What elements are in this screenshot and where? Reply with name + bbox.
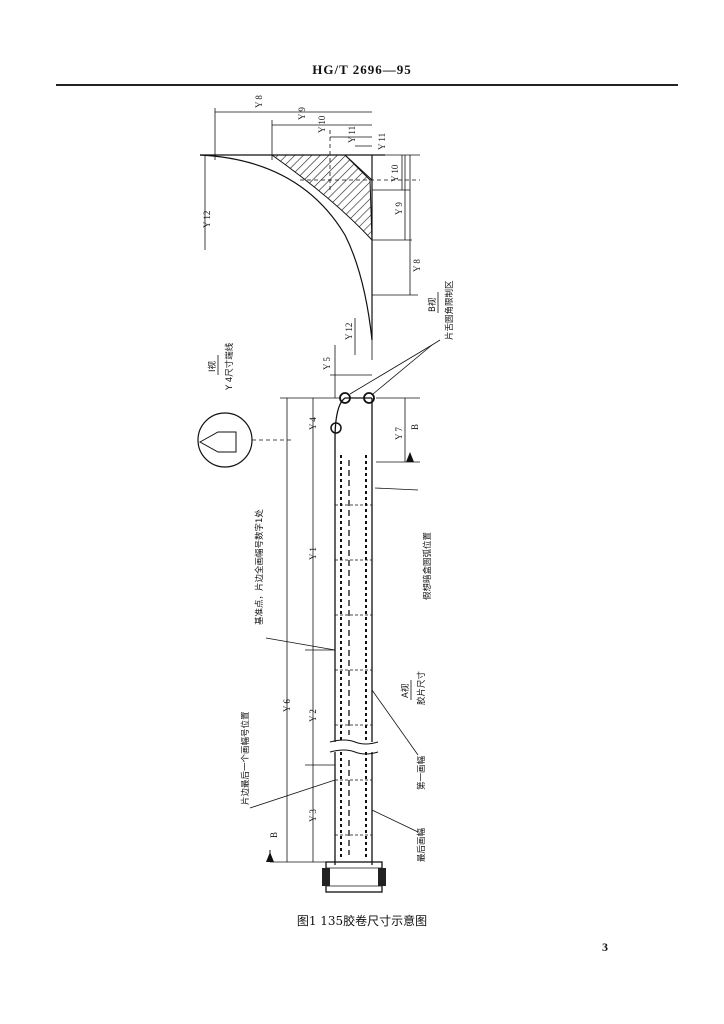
label-y12-left: Y 12 — [202, 211, 212, 228]
page-number: 3 — [602, 940, 608, 954]
figure-caption: 图1 135胶卷尺寸示意图 — [296, 914, 428, 928]
label-y4: Y 4 — [308, 417, 318, 430]
callout-last-frame: 最后画幅 — [416, 827, 427, 862]
label-y9-top: Y 9 — [297, 107, 307, 120]
label-y11-top: Y 11 — [347, 126, 357, 143]
label-y10-side: Y 10 — [390, 164, 400, 182]
callout-datum: 基准点，片边全画幅号数字1处 — [254, 509, 265, 625]
label-y6: Y 6 — [282, 699, 292, 712]
section-mark-b-top: B — [410, 424, 420, 430]
label-y8-side: Y 8 — [412, 259, 422, 272]
b-view-title: B视 — [427, 297, 438, 312]
i-view-title: I视 — [207, 360, 218, 372]
film-strip — [322, 397, 386, 893]
i-view-desc: Y 4尺寸端线 — [224, 342, 235, 391]
a-view-desc: 胶片尺寸 — [416, 670, 427, 705]
y4-point — [330, 422, 342, 434]
label-y3: Y 3 — [308, 809, 318, 822]
label-y7: Y 7 — [394, 427, 404, 440]
header-rule — [56, 84, 678, 86]
label-y11-side: Y 11 — [377, 133, 387, 150]
callout-first-frame: 第一画幅 — [416, 755, 427, 790]
label-y5: Y 5 — [322, 357, 332, 370]
left-dimensions — [266, 345, 372, 863]
label-y9-side: Y 9 — [394, 202, 404, 215]
tongue-profile-view — [199, 108, 420, 360]
label-y1: Y 1 — [308, 547, 318, 560]
callout-last-frame-mark: 片边最后一个画幅号位置 — [240, 711, 251, 805]
label-y10-top: Y 10 — [317, 115, 327, 133]
b-view-desc: 片舌圆角限制区 — [444, 280, 455, 340]
section-mark-b-bottom: B — [269, 832, 279, 838]
i-view-detail — [197, 412, 292, 468]
tongue-point-b — [363, 392, 375, 404]
label-y12-lower: Y 12 — [344, 323, 354, 340]
standard-header: HG/T 2696—95 — [312, 62, 412, 77]
label-y2: Y 2 — [308, 709, 318, 722]
callout-cassette-exit: 假想暗盒圆弧位置 — [422, 531, 433, 600]
a-view-title: A视 — [400, 683, 411, 698]
label-y8-top: Y 8 — [254, 95, 264, 108]
